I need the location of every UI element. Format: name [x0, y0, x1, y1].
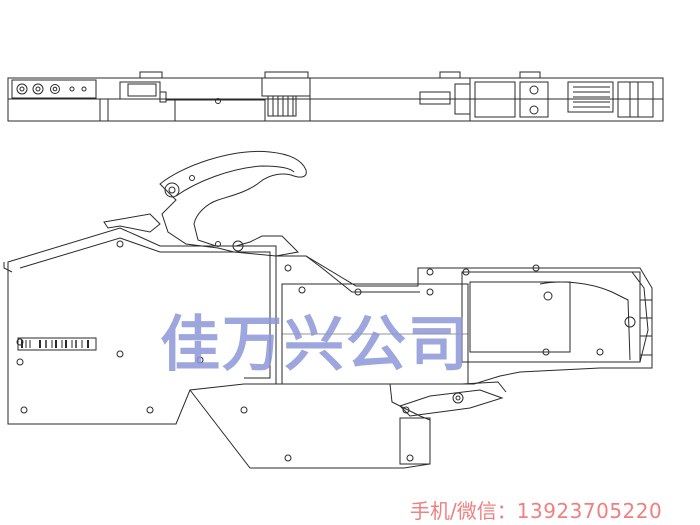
feeder-top-view [7, 71, 664, 122]
top-view-knob-3 [50, 84, 60, 94]
feeder-handle [159, 150, 307, 257]
top-view-knob-2 [32, 83, 44, 95]
feeder-front-module [461, 271, 641, 363]
contact-info: 手机/微信：13923705220 [410, 495, 700, 524]
screw-holes [16, 240, 604, 462]
handle-pivot [164, 182, 180, 198]
company-watermark: 佳万兴公司 [160, 310, 470, 380]
top-view-gear [267, 95, 297, 117]
tape-guide [189, 383, 431, 469]
top-view-knob-1 [16, 83, 28, 95]
contact-phone-number: 13923705220 [516, 499, 663, 523]
contact-label: 手机/微信： [410, 499, 517, 523]
feeder-side-view [3, 150, 653, 469]
feeder-trigger [103, 213, 161, 233]
